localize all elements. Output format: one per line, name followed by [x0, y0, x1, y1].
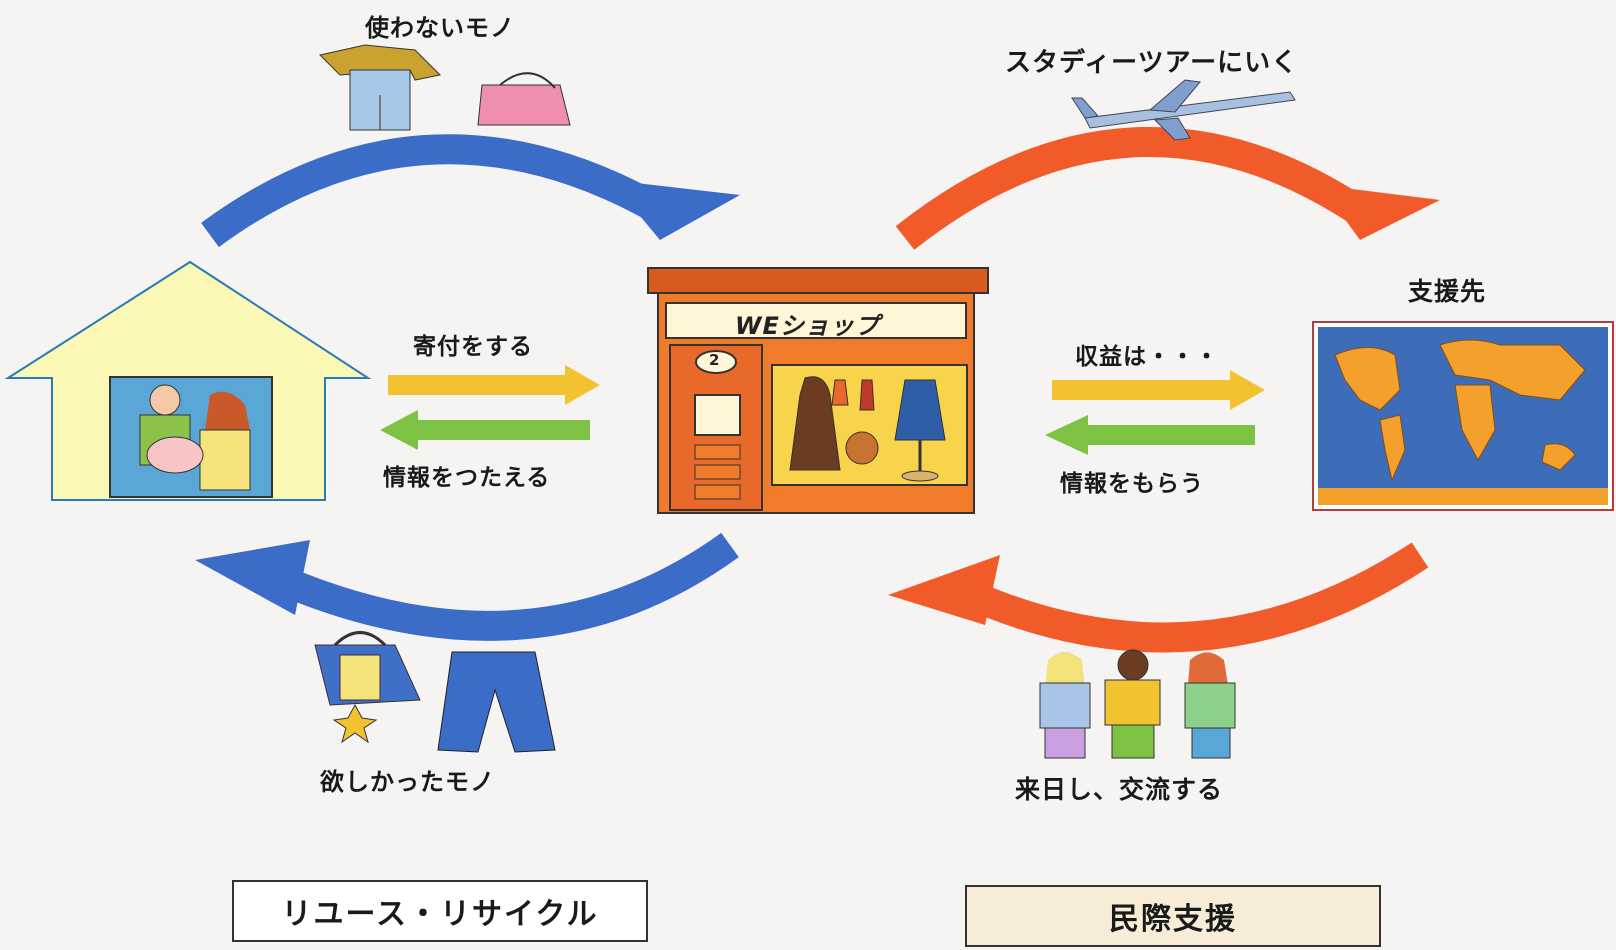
- world-map-icon: [1312, 321, 1614, 511]
- shop-sign: WEショップ: [735, 312, 880, 340]
- label-convey-info: 情報をつたえる: [383, 465, 551, 491]
- arrow-convey-info: [380, 410, 590, 450]
- label-support-destination: 支援先: [1408, 277, 1487, 306]
- label-study-tour: スタディーツアーにいく: [1005, 48, 1299, 78]
- visitors-icon: [1039, 649, 1236, 759]
- family-icon: [139, 384, 251, 491]
- label-receive-info: 情報をもらう: [1060, 471, 1204, 497]
- shop-number: 2: [709, 351, 721, 369]
- arrow-receive-info: [1045, 415, 1255, 455]
- arrow-profit: [1052, 370, 1265, 410]
- reuse-recycle-box: リユース・リサイクル: [232, 880, 648, 942]
- shop-icon: [647, 267, 989, 514]
- tote-bag-icon: [314, 631, 421, 744]
- clothes-icon: [319, 44, 442, 131]
- label-wanted-items: 欲しかったモノ: [320, 768, 495, 796]
- civil-support-box: 民際支援: [965, 885, 1381, 947]
- label-profit: 収益は・・・: [1075, 344, 1219, 370]
- flow-arrow-shop-to-home: [195, 532, 739, 641]
- flow-arrow-unused-to-shop: [201, 134, 740, 248]
- bag-icon: [477, 72, 571, 126]
- airplane-icon: [1071, 79, 1296, 141]
- flow-arrow-study-tour: [895, 127, 1440, 250]
- arrow-donate: [388, 365, 600, 405]
- label-unused-items: 使わないモノ: [365, 14, 515, 42]
- label-visit-japan: 来日し、交流する: [1015, 775, 1224, 804]
- jeans-icon: [437, 651, 556, 753]
- flow-arrow-visit-japan: [888, 542, 1429, 653]
- label-donate: 寄付をする: [413, 334, 533, 360]
- house-icon: [4, 260, 372, 501]
